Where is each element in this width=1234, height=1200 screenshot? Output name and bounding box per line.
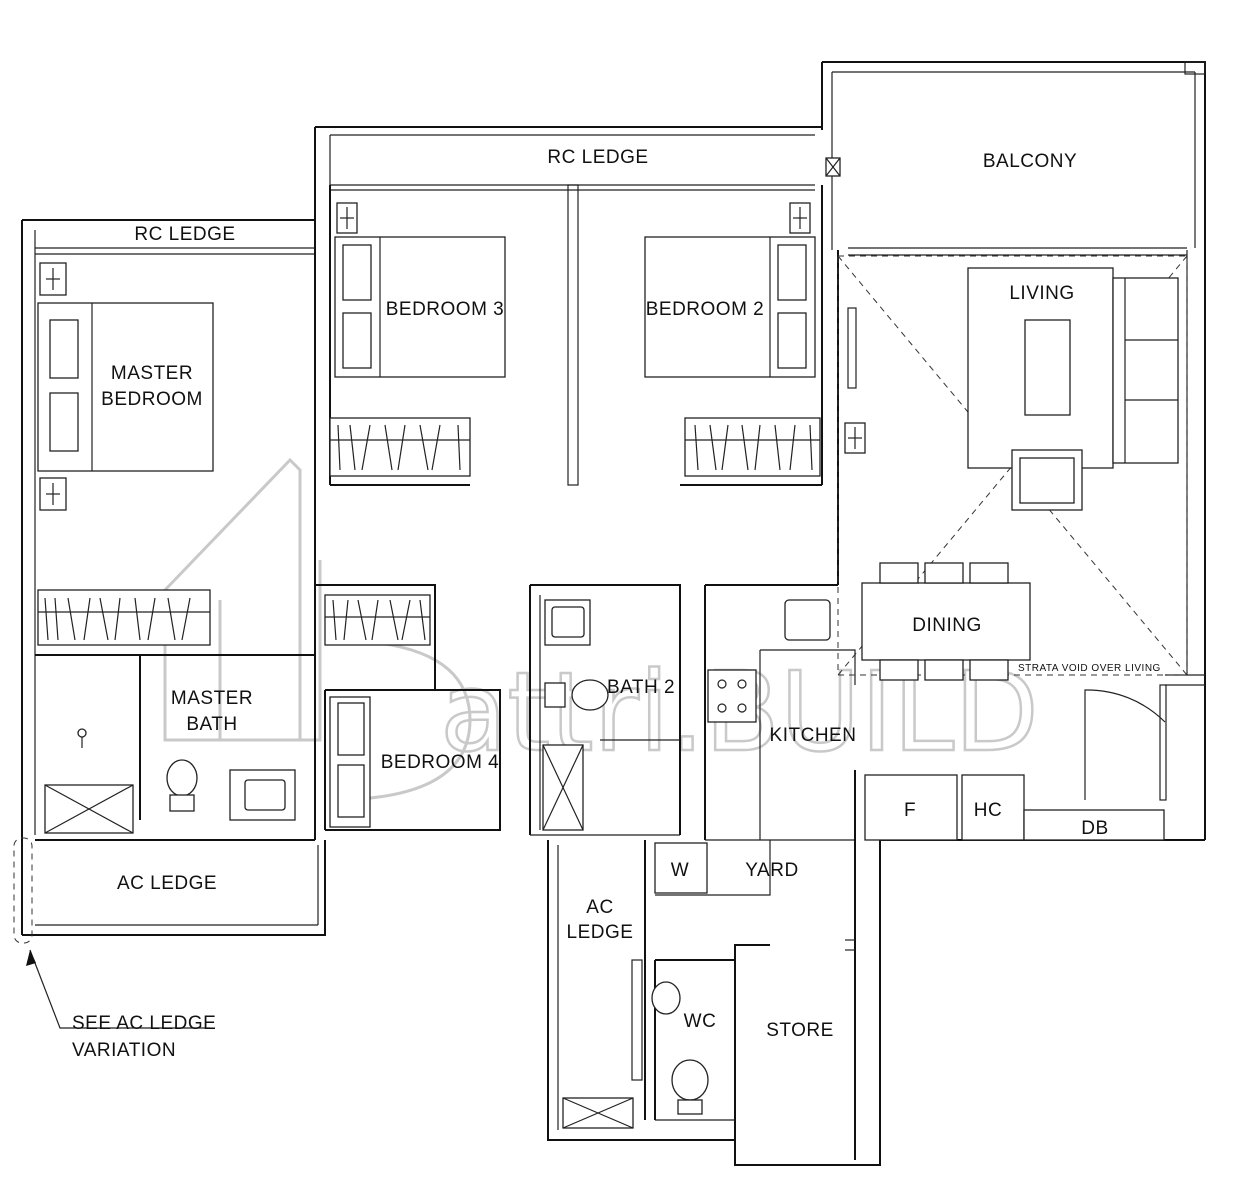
db-label: DB	[1081, 818, 1108, 839]
hc-label: HC	[974, 800, 1002, 821]
exterior-walls	[21, 61, 1206, 1166]
bedroom2-label: BEDROOM 2	[646, 299, 765, 320]
bedroom4-label: BEDROOM 4	[381, 752, 500, 773]
bath2-label: BATH 2	[607, 677, 675, 698]
master-bedroom-label-line2: BEDROOM	[101, 389, 203, 410]
w-label: W	[671, 860, 689, 881]
room-labels: RC LEDGE RC LEDGE BALCONY LIVING BEDROOM…	[101, 147, 1161, 1041]
furniture	[13, 157, 1179, 1129]
see-ac-ledge-note-line1: SEE AC LEDGE	[72, 1013, 216, 1034]
ac-ledge-bottom-label: AC LEDGE	[117, 873, 217, 894]
dining-label: DINING	[912, 615, 982, 636]
balcony-label: BALCONY	[983, 151, 1077, 172]
strata-void-label: STRATA VOID OVER LIVING	[1018, 663, 1161, 674]
kitchen-label: KITCHEN	[770, 725, 857, 746]
yard-label: YARD	[745, 860, 798, 881]
rc-ledge-left-label: RC LEDGE	[134, 224, 235, 245]
master-bath-label-line2: BATH	[186, 714, 237, 735]
wc-label: WC	[684, 1011, 717, 1032]
notes: SEE AC LEDGE VARIATION	[72, 1013, 216, 1061]
store-label: STORE	[766, 1020, 834, 1041]
ac-ledge-mid-label-line1: AC	[586, 897, 613, 918]
master-bath-label-line1: MASTER	[171, 688, 253, 709]
see-ac-ledge-note-line2: VARIATION	[72, 1040, 176, 1061]
rc-ledge-top-label: RC LEDGE	[547, 147, 648, 168]
bedroom3-label: BEDROOM 3	[386, 299, 505, 320]
ac-ledge-mid-label-line2: LEDGE	[567, 922, 634, 943]
master-bedroom-label-line1: MASTER	[111, 363, 193, 384]
fridge-label: F	[904, 800, 916, 821]
living-label: LIVING	[1009, 283, 1074, 304]
